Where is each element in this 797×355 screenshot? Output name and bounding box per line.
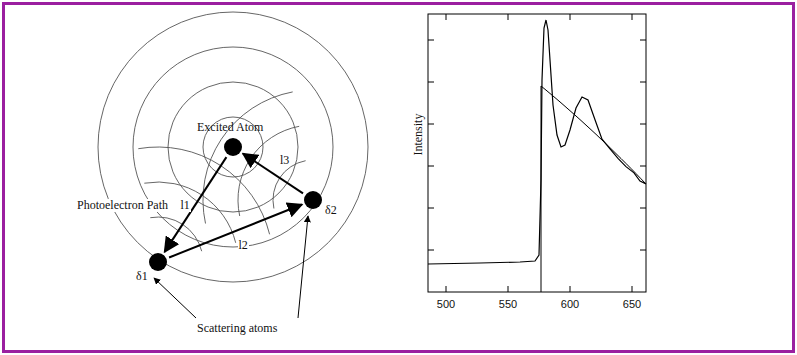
path-arrow bbox=[243, 154, 303, 194]
x-tick bbox=[570, 286, 571, 292]
path-length-label: l2 bbox=[238, 239, 249, 252]
y-tick bbox=[640, 208, 646, 209]
leader-line bbox=[298, 216, 308, 318]
axis-title: Intensity bbox=[413, 113, 426, 157]
leader-line bbox=[154, 278, 196, 318]
wave-fronts bbox=[98, 12, 368, 282]
y-tick bbox=[428, 40, 434, 41]
y-tick bbox=[640, 166, 646, 167]
path-length-label: l3 bbox=[279, 154, 290, 167]
y-tick bbox=[640, 250, 646, 251]
atom-dot: δ2 bbox=[304, 191, 322, 209]
x-tick bbox=[508, 14, 509, 20]
y-tick bbox=[640, 124, 646, 125]
y-tick bbox=[428, 124, 434, 125]
path-arrow bbox=[169, 205, 302, 258]
axis-ticks bbox=[428, 14, 646, 292]
wave-circle bbox=[168, 82, 298, 212]
y-tick bbox=[640, 82, 646, 83]
x-tick bbox=[446, 14, 447, 20]
axis-tick-label: 650 bbox=[622, 298, 642, 310]
atom-label: δ1 bbox=[136, 270, 148, 283]
x-tick bbox=[570, 14, 571, 20]
plot-frame bbox=[428, 14, 646, 292]
axis-tick-label: 550 bbox=[498, 298, 518, 310]
y-tick bbox=[428, 250, 434, 251]
atom-label: Excited Atom bbox=[197, 121, 263, 134]
atom-dot: δ1 bbox=[149, 253, 167, 271]
annotation: Scattering atoms bbox=[196, 322, 278, 335]
y-tick bbox=[428, 166, 434, 167]
axis-tick-label: 600 bbox=[560, 298, 580, 310]
annotation: Photoelectron Path bbox=[76, 199, 169, 212]
wave-circle bbox=[98, 12, 368, 282]
x-tick bbox=[446, 286, 447, 292]
y-tick bbox=[640, 40, 646, 41]
path-length-label: l1 bbox=[180, 199, 191, 212]
x-tick bbox=[632, 14, 633, 20]
spectrum-curve bbox=[428, 20, 646, 264]
x-tick bbox=[632, 286, 633, 292]
atom-label: δ2 bbox=[325, 204, 337, 217]
y-tick bbox=[428, 82, 434, 83]
axis-tick-label: 500 bbox=[436, 298, 456, 310]
y-tick bbox=[428, 208, 434, 209]
x-tick bbox=[508, 286, 509, 292]
atom-dot: Excited Atom bbox=[224, 138, 242, 156]
